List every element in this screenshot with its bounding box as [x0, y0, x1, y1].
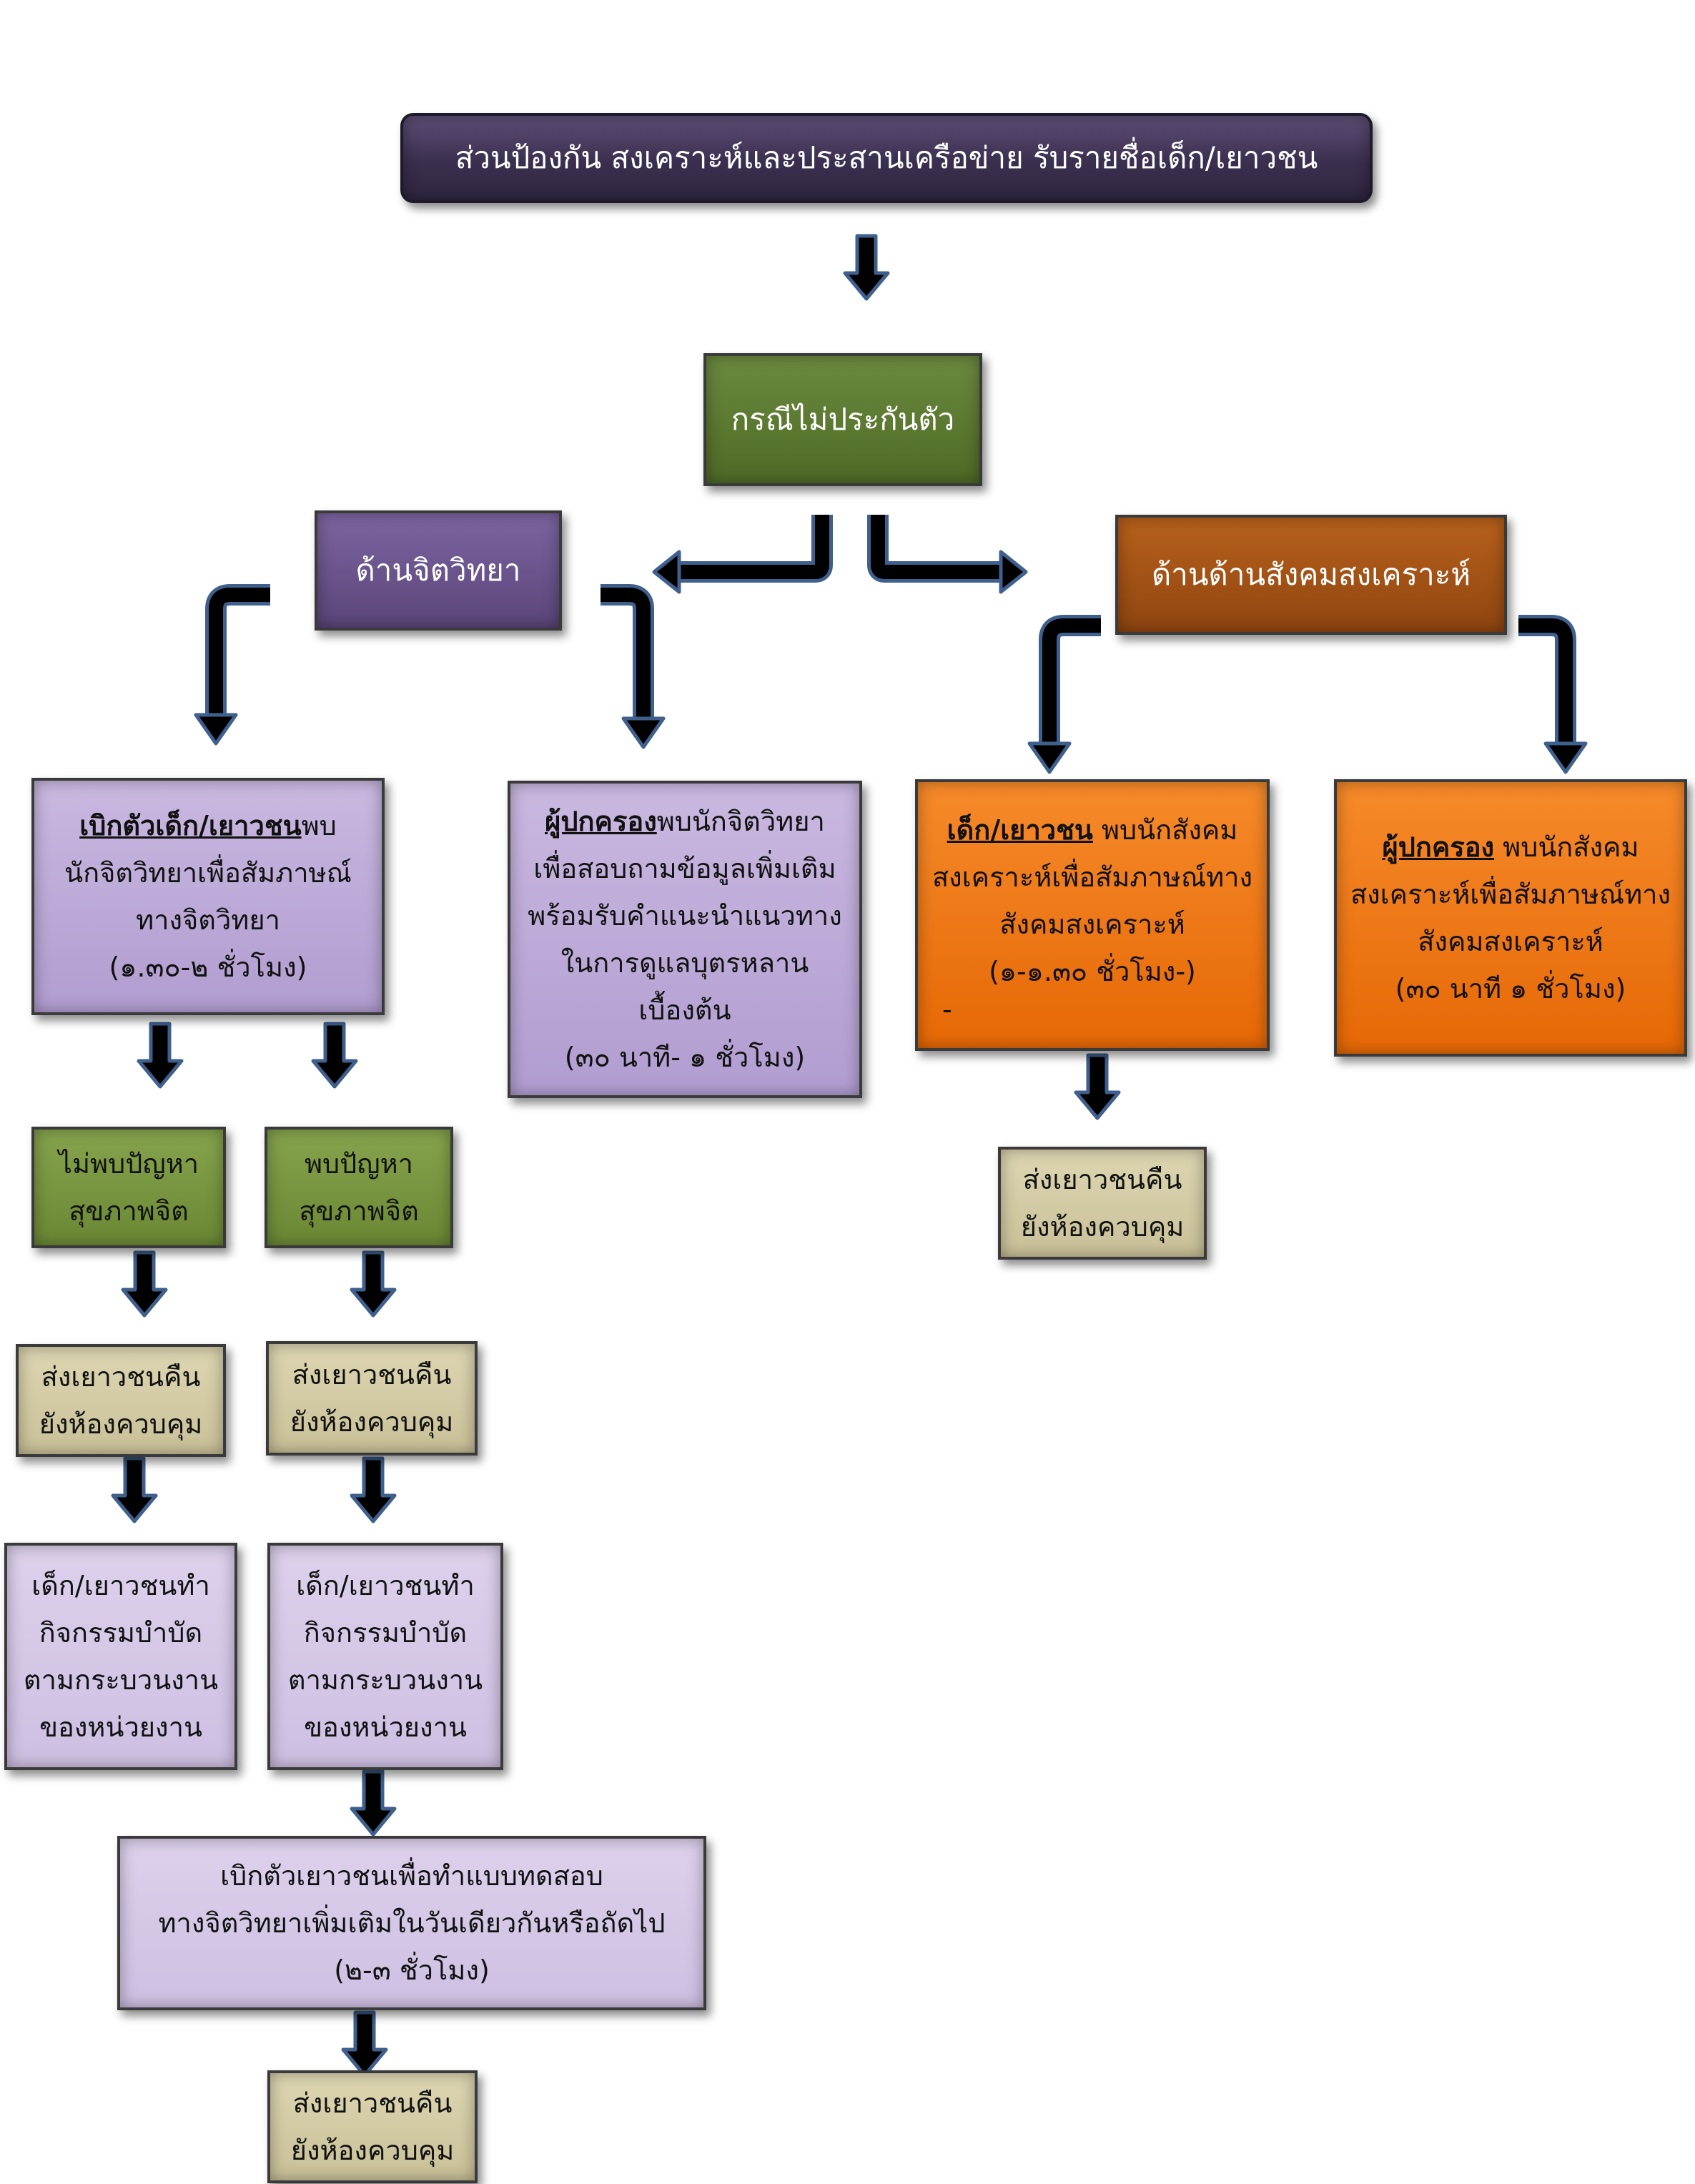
activity-line3: ตามกระบวนงาน — [23, 1664, 219, 1696]
return-room-line1: ส่งเยาวชนคืน — [41, 1361, 201, 1393]
has-problem-box: พบปัญหา สุขภาพจิต — [265, 1127, 453, 1248]
arrowhead-to-soc-parent — [1543, 741, 1588, 774]
activity-line1: เด็ก/เยาวชนทำ — [296, 1570, 475, 1601]
soc-child-line2: สงเคราะห์เพื่อสัมภาษณ์ทาง — [931, 861, 1253, 893]
has-problem-line2: สุขภาพจิต — [299, 1195, 419, 1227]
soc-parent-line1: ผู้ปกครอง พบนักสังคม — [1382, 824, 1639, 871]
activity-line4: ของหน่วยงาน — [304, 1711, 467, 1743]
soc-child-line3: สังคมสงเคราะห์ — [999, 909, 1185, 940]
social-box: ด้านด้านสังคมสงเคราะห์ — [1115, 515, 1507, 635]
return-room-line2: ยังห้องควบคุม — [1020, 1211, 1185, 1242]
soc-child-box: เด็ก/เยาวชน พบนักสังคม สงเคราะห์เพื่อสัม… — [915, 779, 1270, 1051]
soc-parent-time: (๓๐ นาที ๑ ชั่วโมง) — [1395, 973, 1626, 1004]
soc-parent-underline: ผู้ปกครอง — [1382, 831, 1495, 863]
arrowhead-to-social — [999, 550, 1028, 594]
psy-parent-line4: ในการดูแลบุตรหลาน — [560, 947, 809, 979]
arrow-problem-to-return — [352, 1252, 395, 1315]
return-room-line1: ส่งเยาวชนคืน — [292, 2087, 453, 2119]
soc-parent-box: ผู้ปกครอง พบนักสังคม สงเคราะห์เพื่อสัมภา… — [1334, 779, 1687, 1057]
psy-child-box: เบิกตัวเด็ก/เยาวชนพบ นักจิตวิทยาเพื่อสัม… — [31, 778, 385, 1015]
arrow-title-to-nobail — [845, 236, 888, 299]
psy-parent-line5: เบื้องต้น — [638, 994, 731, 1026]
activity-box-left: เด็ก/เยาวชนทำ กิจกรรมบำบัด ตามกระบวนงาน … — [4, 1543, 237, 1770]
test-box: เบิกตัวเยาวชนเพื่อทำแบบทดสอบ ทางจิตวิทยา… — [117, 1836, 706, 2010]
no-problem-box: ไม่พบปัญหา สุขภาพจิต — [31, 1127, 226, 1248]
soc-child-line1: เด็ก/เยาวชน พบนักสังคม — [947, 806, 1238, 854]
activity-line2: กิจกรรมบำบัด — [303, 1617, 468, 1649]
soc-child-time: (๑-๑.๓๐ ชั่วโมง-) — [989, 956, 1196, 987]
arrow-activity-to-test — [352, 1772, 395, 1834]
soc-child-dash: - — [942, 994, 952, 1025]
test-line1: เบิกตัวเยาวชนเพื่อทำแบบทดสอบ — [220, 1860, 603, 1892]
soc-parent-rest: พบนักสังคม — [1494, 831, 1639, 863]
psy-child-line2: นักจิตวิทยาเพื่อสัมภาษณ์ — [64, 857, 352, 889]
psy-parent-line2: เพื่อสอบถามข้อมูลเพิ่มเติม — [533, 853, 836, 884]
title-text: ส่วนป้องกัน สงเคราะห์และประสานเครือข่าย … — [455, 140, 1318, 175]
return-room-box-middle: ส่งเยาวชนคืน ยังห้องควบคุม — [266, 1341, 478, 1456]
return-room-box-bottom: ส่งเยาวชนคืน ยังห้องควบคุม — [267, 2070, 478, 2183]
psychology-text: ด้านจิตวิทยา — [355, 553, 521, 588]
return-room-line1: ส่งเยาวชนคืน — [292, 1359, 452, 1390]
soc-parent-line2: สงเคราะห์เพื่อสัมภาษณ์ทาง — [1350, 879, 1671, 910]
psy-child-underline: เบิกตัวเด็ก/เยาวชน — [79, 810, 302, 841]
return-room-line2: ยังห้องควบคุม — [290, 2135, 455, 2166]
psy-parent-time: (๓๐ นาที- ๑ ชั่วโมง) — [564, 1042, 806, 1073]
psychology-box: ด้านจิตวิทยา — [315, 510, 562, 631]
no-bail-box: กรณีไม่ประกันตัว — [703, 353, 982, 486]
title-box: ส่วนป้องกัน สงเคราะห์และประสานเครือข่าย … — [400, 113, 1373, 203]
arrow-child-to-problem — [313, 1024, 356, 1087]
social-text: ด้านด้านสังคมสงเคราะห์ — [1151, 557, 1471, 592]
return-room-box-right: ส่งเยาวชนคืน ยังห้องควบคุม — [998, 1147, 1207, 1260]
test-line2: ทางจิตวิทยาเพิ่มเติมในวันเดียวกันหรือถัด… — [158, 1907, 666, 1939]
return-room-line2: ยังห้องควบคุม — [39, 1408, 203, 1440]
psy-child-line1: เบิกตัวเด็ก/เยาวชนพบ — [79, 802, 337, 849]
arrow-child-to-noproblem — [139, 1024, 182, 1087]
psy-parent-line1: ผู้ปกครองพบนักจิตวิทยา — [545, 798, 825, 845]
psy-parent-underline: ผู้ปกครอง — [545, 806, 657, 837]
return-room-line1: ส่งเยาวชนคืน — [1022, 1164, 1182, 1195]
arrow-socchild-to-return — [1076, 1055, 1119, 1118]
has-problem-line1: พบปัญหา — [304, 1148, 414, 1180]
psy-parent-line3: พร้อมรับคำแนะนำแนวทาง — [528, 900, 842, 932]
activity-line4: ของหน่วยงาน — [39, 1711, 202, 1743]
arrow-noproblem-to-return — [123, 1252, 166, 1315]
arrow-return-to-activity-left — [113, 1458, 156, 1521]
arrow-return-to-activity-right — [352, 1458, 395, 1521]
soc-parent-line3: สังคมสงเคราะห์ — [1418, 926, 1603, 957]
psy-parent-rest: พบนักจิตวิทยา — [656, 806, 825, 837]
no-problem-line1: ไม่พบปัญหา — [58, 1148, 199, 1180]
arrowhead-to-psychology — [652, 550, 681, 594]
no-problem-line2: สุขภาพจิต — [69, 1195, 189, 1227]
soc-child-underline: เด็ก/เยาวชน — [947, 814, 1093, 846]
activity-box-right: เด็ก/เยาวชนทำ กิจกรรมบำบัด ตามกระบวนงาน … — [267, 1543, 503, 1770]
activity-line1: เด็ก/เยาวชนทำ — [31, 1570, 210, 1601]
activity-line2: กิจกรรมบำบัด — [39, 1617, 203, 1649]
test-time: (๒-๓ ชั่วโมง) — [334, 1955, 490, 1986]
psy-parent-box: ผู้ปกครองพบนักจิตวิทยา เพื่อสอบถามข้อมูล… — [508, 781, 862, 1098]
arrowhead-to-psy-child — [194, 713, 238, 746]
arrow-test-to-return — [343, 2012, 386, 2075]
psy-child-time: (๑.๓๐-๒ ชั่วโมง) — [109, 952, 307, 983]
activity-line3: ตามกระบวนงาน — [287, 1664, 483, 1696]
no-bail-text: กรณีไม่ประกันตัว — [731, 402, 955, 437]
arrowhead-to-psy-parent — [621, 716, 666, 749]
soc-child-rest: พบนักสังคม — [1092, 814, 1238, 846]
psy-child-rest: พบ — [301, 810, 337, 841]
arrowhead-to-soc-child — [1027, 741, 1072, 774]
psy-child-line3: ทางจิตวิทยา — [136, 904, 280, 936]
return-room-box-left: ส่งเยาวชนคืน ยังห้องควบคุม — [16, 1344, 226, 1457]
return-room-line2: ยังห้องควบคุม — [290, 1406, 454, 1438]
